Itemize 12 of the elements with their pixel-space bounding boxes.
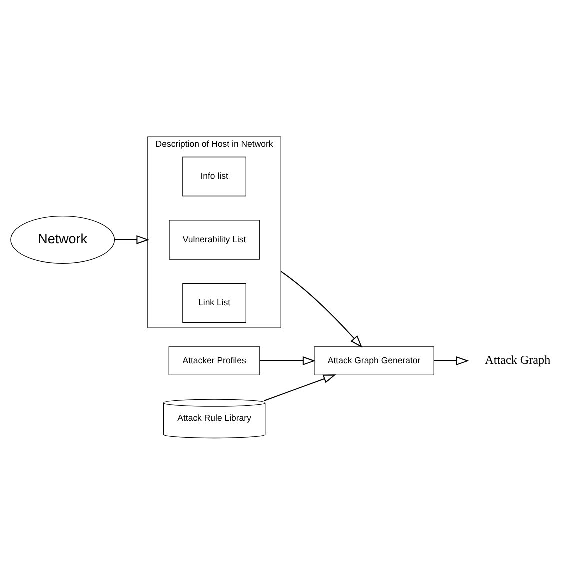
node-box: Link List xyxy=(182,282,246,323)
node-box: Attacker Profiles xyxy=(168,346,260,375)
arrow xyxy=(264,374,336,401)
arrow xyxy=(114,235,150,244)
node-box: Info list xyxy=(182,156,246,196)
node-text: Attack Graph xyxy=(485,352,551,367)
node-box: Vulnerability List xyxy=(169,220,260,260)
arrow xyxy=(260,356,316,366)
arrow xyxy=(280,270,363,348)
arrow xyxy=(434,356,470,366)
node-ellipse: Network xyxy=(10,215,116,264)
node-box: Attack Graph Generator xyxy=(314,346,434,375)
